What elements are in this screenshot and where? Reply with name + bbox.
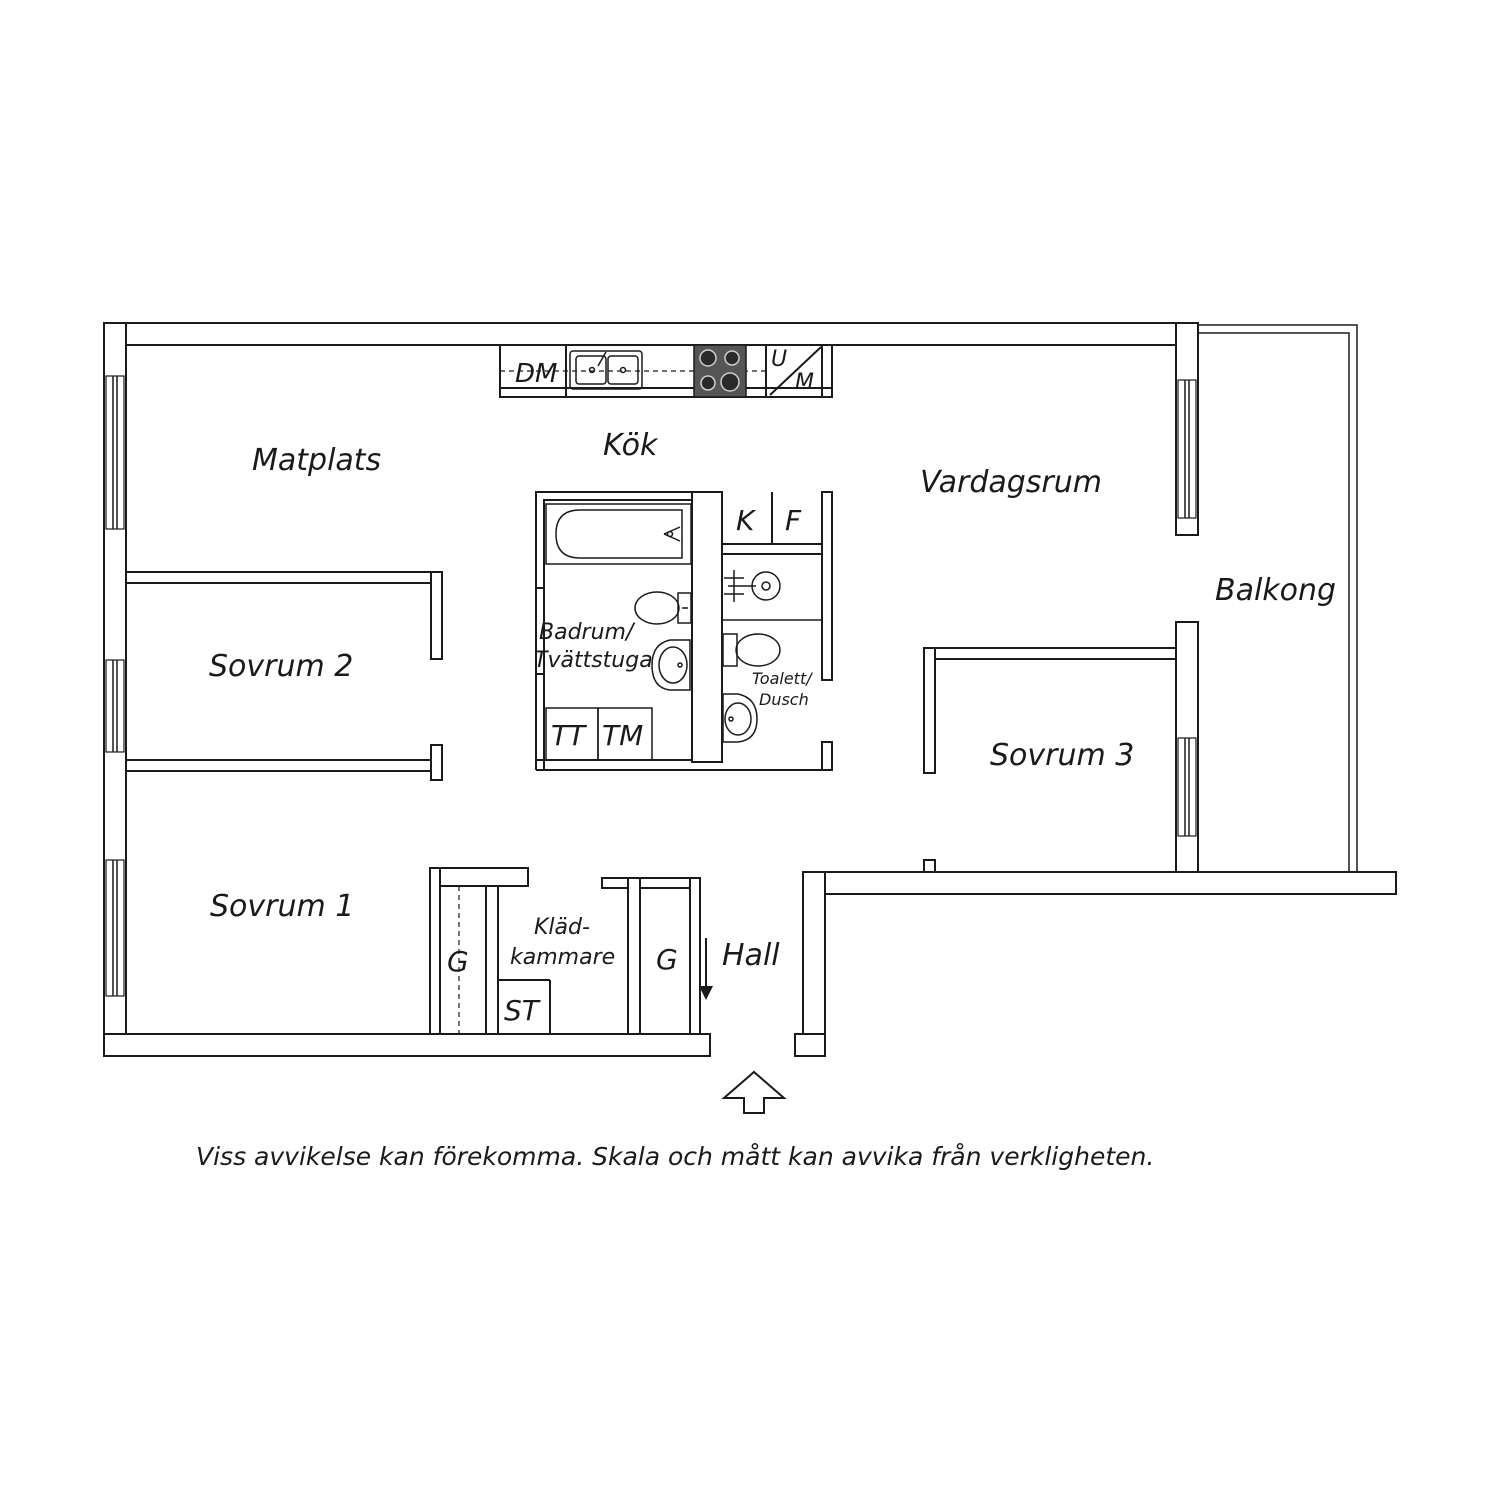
- label-st: ST: [504, 994, 541, 1027]
- balcony-railing: [1198, 324, 1358, 872]
- label-m: M: [795, 370, 814, 395]
- label-badrum: Badrum/: [539, 620, 636, 645]
- label-toalett: Toalett/: [752, 669, 813, 688]
- label-dusch: Dusch: [759, 690, 809, 709]
- label-kammare: kammare: [510, 945, 615, 970]
- shower-icon: [722, 570, 822, 621]
- kitchen-counter: [499, 344, 833, 398]
- label-matplats: Matplats: [252, 443, 381, 478]
- label-sovrum-1: Sovrum 1: [210, 889, 354, 924]
- room-labels: Matplats Kök Vardagsrum Balkong Sovrum 2…: [209, 428, 1336, 973]
- laundry-machines: [545, 707, 653, 761]
- label-sovrum-3: Sovrum 3: [990, 738, 1134, 773]
- label-klad: Kläd-: [534, 915, 590, 940]
- arrow-down-icon: [699, 938, 713, 1000]
- label-tt: TT: [551, 719, 587, 752]
- entrance-arrow-icon: [721, 1070, 787, 1114]
- label-g-left: G: [447, 945, 469, 978]
- washbasin-2-icon: [722, 693, 758, 743]
- label-f: F: [785, 504, 802, 537]
- label-kok: Kök: [603, 428, 659, 463]
- label-tm: TM: [602, 719, 643, 752]
- label-vardagsrum: Vardagsrum: [920, 465, 1102, 500]
- toilet-2-icon: [722, 633, 781, 667]
- label-k: K: [736, 504, 757, 537]
- bathtub-icon: [545, 503, 692, 565]
- disclaimer: Viss avvikelse kan förekomma. Skala och …: [196, 1142, 1154, 1171]
- washbasin-icon: [651, 639, 691, 691]
- label-g-right: G: [656, 943, 678, 976]
- label-dm: DM: [515, 359, 557, 389]
- label-u: U: [771, 347, 787, 372]
- windows: [105, 375, 1197, 997]
- label-tvattstuga: Tvättstuga: [534, 648, 653, 673]
- interior-walls: [125, 491, 1177, 1035]
- sink-icon: [569, 350, 643, 390]
- label-balkong: Balkong: [1215, 573, 1336, 608]
- toilet-icon: [634, 591, 692, 625]
- fixture-labels: DM U M K F TT TM G G ST: [447, 347, 814, 1027]
- label-hall: Hall: [722, 938, 780, 973]
- stove-icon: [693, 344, 747, 398]
- label-sovrum-2: Sovrum 2: [209, 649, 353, 684]
- closet-details: [458, 886, 551, 1034]
